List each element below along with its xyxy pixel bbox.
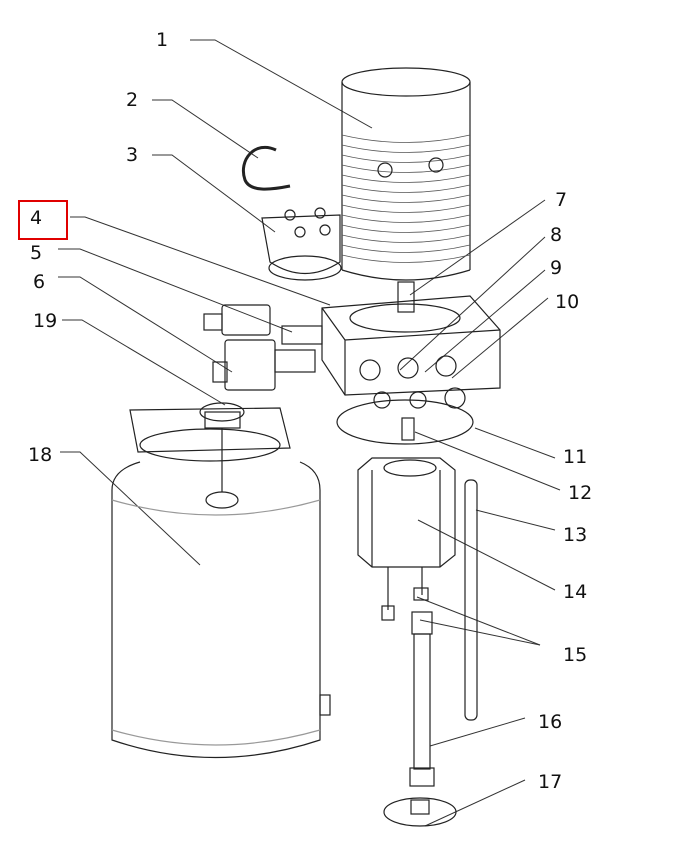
return-tube — [464, 479, 478, 721]
cable — [242, 145, 291, 191]
part-label-2: 2 — [126, 89, 139, 111]
part-label-5: 5 — [30, 242, 43, 264]
part-label-9: 9 — [550, 257, 563, 279]
part-label-3: 3 — [126, 144, 139, 166]
o-ring — [336, 399, 474, 445]
part-label-14: 14 — [563, 581, 588, 603]
part-label-13: 13 — [563, 524, 588, 546]
suction-filter — [383, 797, 457, 827]
part-label-8: 8 — [550, 224, 563, 246]
part-label-17: 17 — [538, 771, 563, 793]
part-label-19: 19 — [33, 310, 58, 332]
part-label-7: 7 — [555, 189, 568, 211]
part-label-10: 10 — [555, 291, 580, 313]
highlight-box — [18, 200, 68, 240]
part-label-16: 16 — [538, 711, 563, 733]
tank — [111, 402, 331, 759]
part-label-1: 1 — [156, 29, 169, 51]
part-label-11: 11 — [563, 446, 588, 468]
part-label-12: 12 — [568, 482, 593, 504]
solenoid-switch — [261, 207, 342, 281]
solenoid-valve — [203, 304, 323, 391]
motor — [341, 67, 471, 313]
suction-tube — [409, 611, 435, 787]
part-label-6: 6 — [33, 271, 46, 293]
valve-block — [321, 295, 501, 396]
fitting — [401, 417, 415, 441]
part-label-4: 4 — [30, 207, 43, 229]
part-label-18: 18 — [28, 444, 53, 466]
pump — [357, 457, 456, 621]
part-label-15: 15 — [563, 644, 588, 666]
